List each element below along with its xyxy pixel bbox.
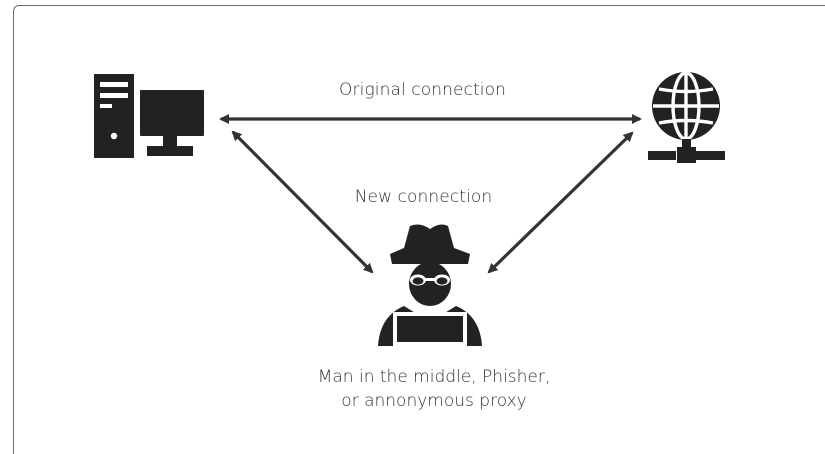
new-connection-label: New connection <box>354 187 493 207</box>
attacker-caption: Man in the middle, Phisher, or annonymou… <box>0 365 825 413</box>
globe-network-icon <box>648 71 725 163</box>
client-attacker-arrow <box>231 130 374 274</box>
attacker-server-arrow <box>487 131 634 274</box>
arrows <box>219 114 642 274</box>
hacker-spy-icon <box>378 224 482 346</box>
original-connection-label: Original connection <box>339 80 506 100</box>
desktop-computer-icon <box>94 74 204 158</box>
attacker-caption-line2: or annonymous proxy <box>341 391 527 411</box>
attacker-caption-line1: Man in the middle, Phisher, <box>317 367 551 387</box>
